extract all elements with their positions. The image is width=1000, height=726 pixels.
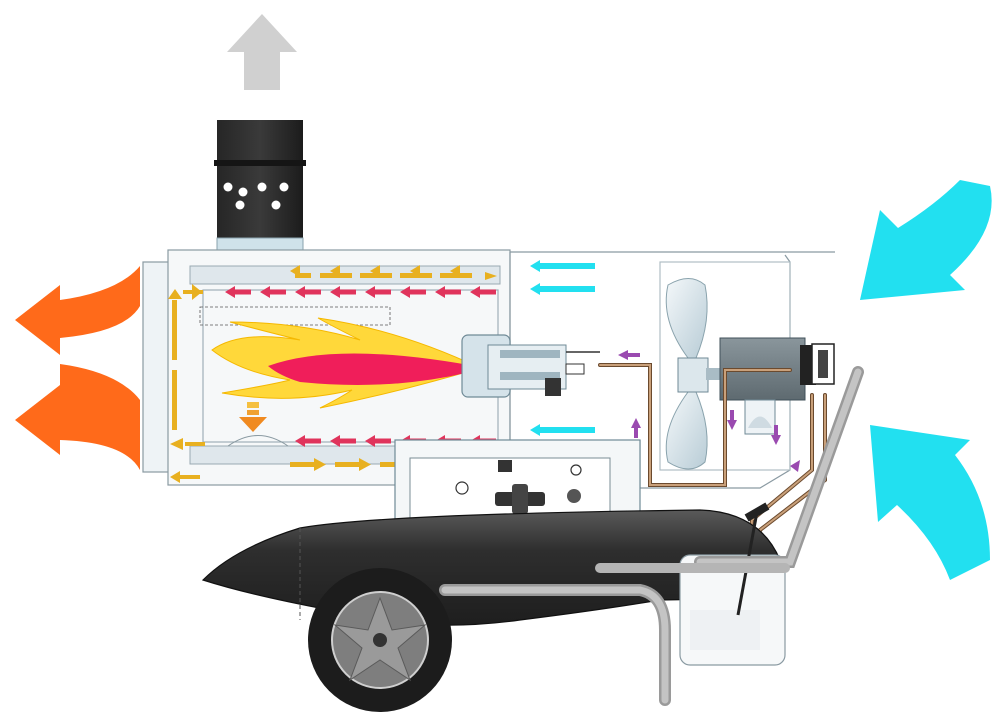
yellow-flow-row-top	[290, 265, 460, 277]
fan	[665, 278, 722, 470]
handle	[439, 366, 864, 706]
exhaust-chimney	[214, 120, 306, 269]
hot-air-arrow-icon	[15, 266, 140, 470]
motor	[719, 337, 835, 435]
burner-flame	[211, 317, 485, 409]
cold-air-arrow-icon	[860, 180, 992, 580]
internal-flow-arrows	[168, 272, 497, 450]
heat-down-icon	[239, 402, 267, 432]
exhaust-arrow-icon	[227, 14, 297, 90]
fuel-tank	[201, 502, 786, 666]
wheel	[308, 568, 452, 712]
burner-nozzle	[461, 334, 600, 398]
